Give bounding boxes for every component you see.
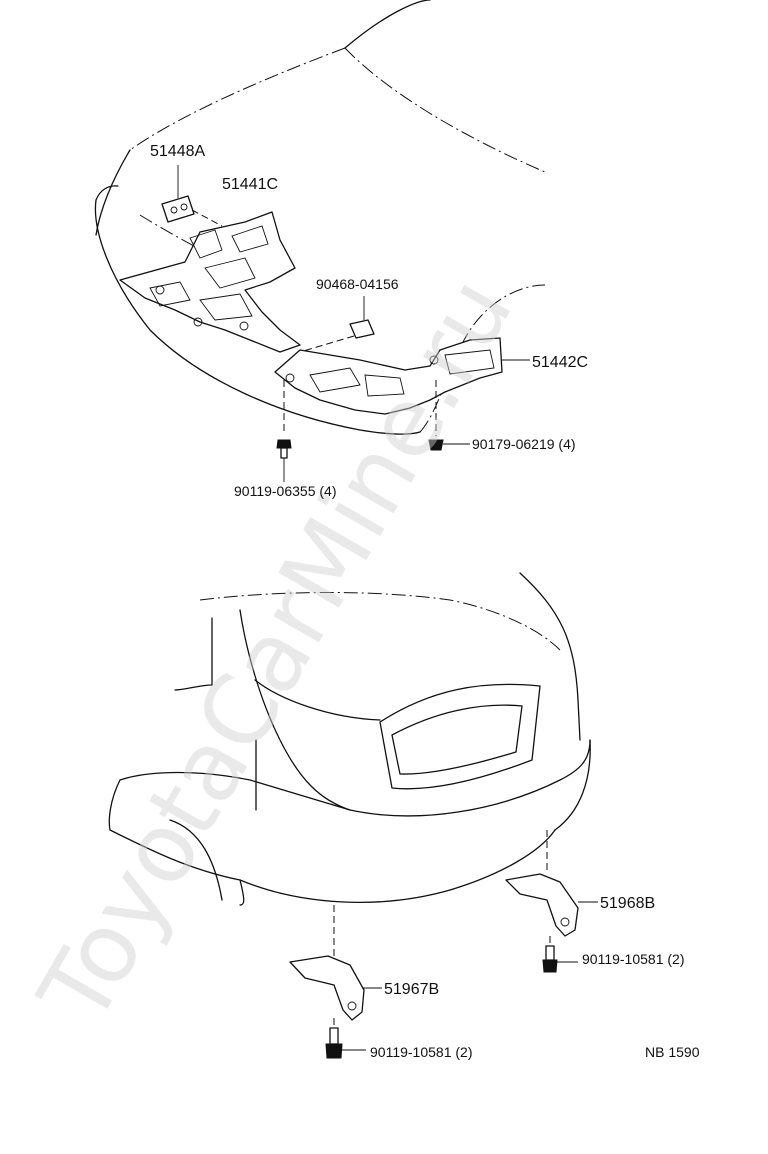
label-90179-06219: 90179-06219 (4) (472, 436, 576, 452)
figure-code: NB 1590 (645, 1044, 700, 1060)
label-90119-10581-b: 90119-10581 (2) (370, 1044, 472, 1060)
clip-51448A (161, 165, 223, 227)
label-90119-10581-a: 90119-10581 (2) (582, 951, 684, 967)
bolt-90119-06355 (276, 380, 292, 482)
clip-90468-04156 (299, 296, 375, 353)
label-51448A: 51448A (150, 143, 205, 160)
bolt-90119-10581-a (542, 936, 578, 973)
watermark-text: ToyotaCarMine.ru (17, 259, 534, 1042)
bolt-90119-10581-b (325, 1018, 366, 1059)
bracket-51968B (505, 830, 598, 937)
nut-90179-06219 (428, 380, 470, 451)
engine-under-cover-51441C (119, 211, 301, 353)
side-cover-51442C (274, 337, 530, 415)
bracket-51967B (289, 905, 382, 1021)
label-51442C: 51442C (532, 354, 588, 371)
label-90119-06355: 90119-06355 (4) (234, 483, 336, 499)
label-51967B: 51967B (384, 981, 439, 998)
label-51441C: 51441C (222, 176, 278, 193)
rear-car-outline (108, 572, 591, 906)
label-51968B: 51968B (600, 895, 655, 912)
label-90468-04156: 90468-04156 (316, 276, 399, 292)
